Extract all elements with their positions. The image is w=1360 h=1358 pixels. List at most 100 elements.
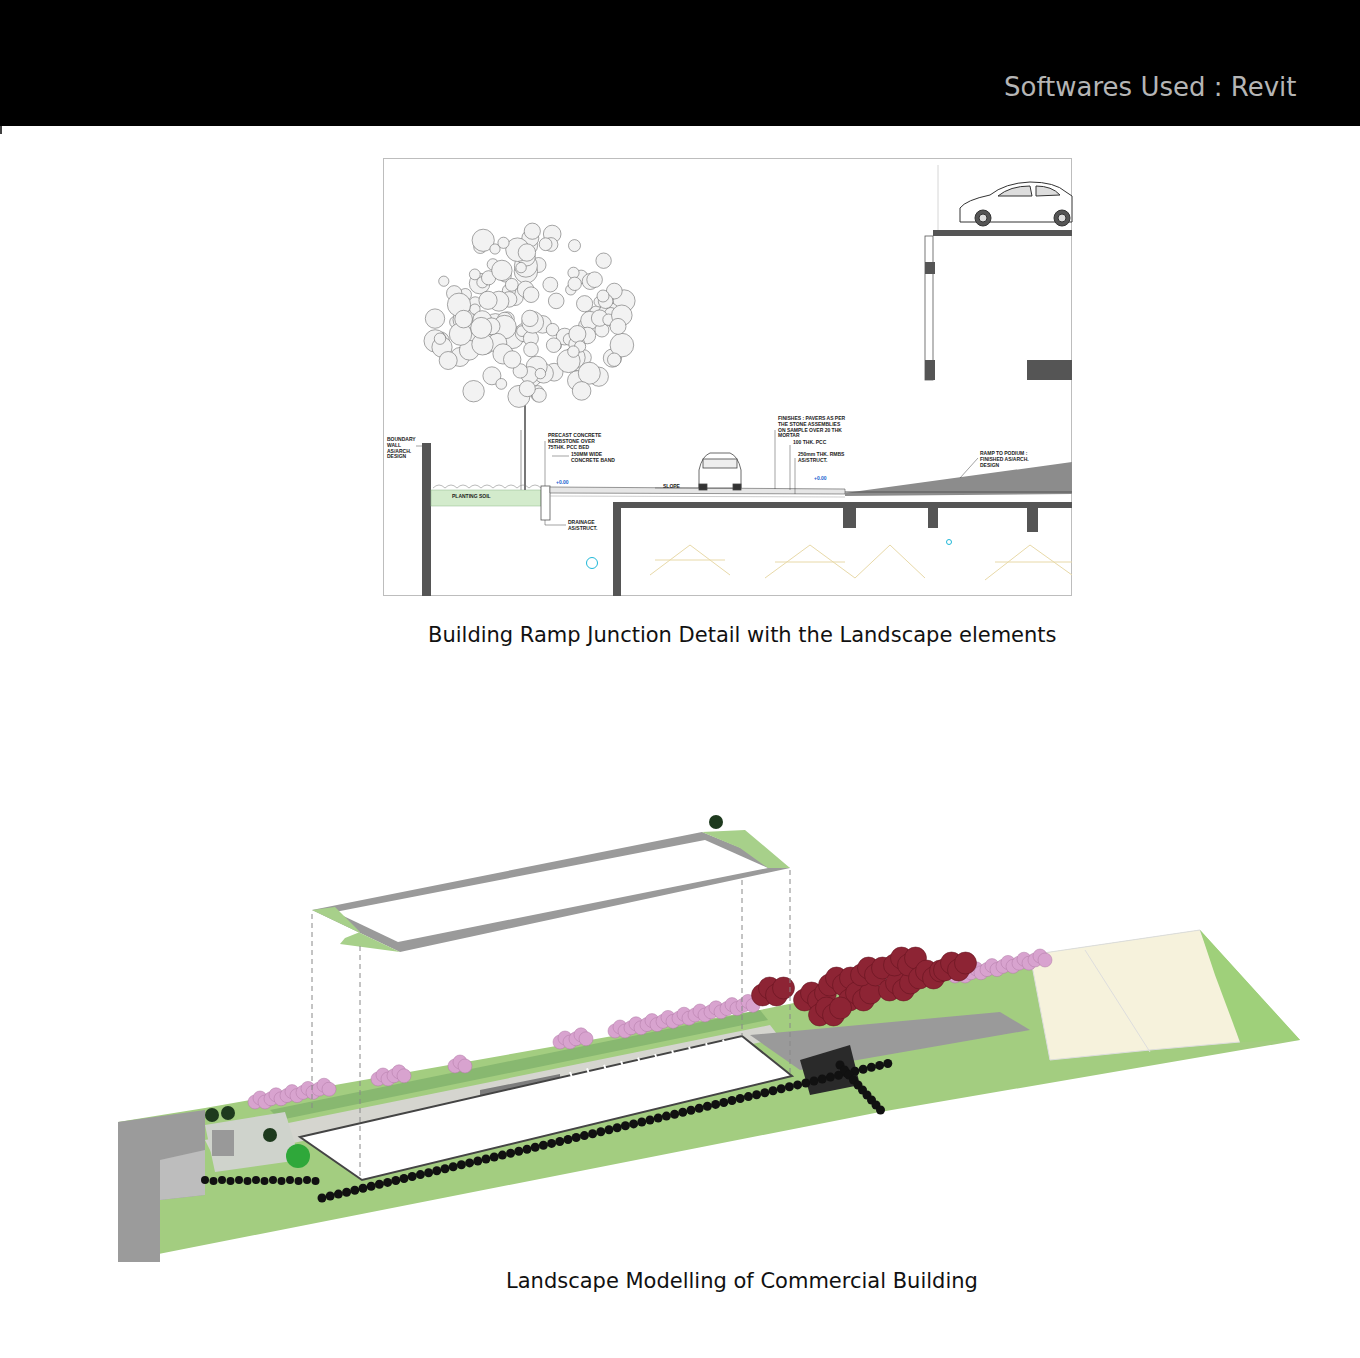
hedge-shrub — [441, 1164, 450, 1173]
level-marker: +0.00 — [556, 480, 576, 486]
hedge-shrub — [859, 1065, 868, 1074]
hedge-shrub — [637, 1118, 646, 1127]
small-tree — [263, 1128, 277, 1142]
hedge-shrub — [375, 1180, 384, 1189]
hedge-shrub — [588, 1129, 597, 1138]
leaf-cluster — [608, 353, 621, 366]
hedge-shrub — [350, 1186, 359, 1195]
leaf-cluster — [505, 278, 518, 291]
hedge-shrub — [252, 1176, 260, 1184]
leaf-cluster — [492, 260, 512, 280]
hedge-shrub — [416, 1170, 425, 1179]
ramp-detail — [416, 165, 1072, 596]
leaf-cluster — [439, 352, 457, 370]
crop-mark — [0, 120, 2, 134]
hedge-shrub — [539, 1141, 548, 1150]
hedge-shrub — [408, 1172, 417, 1181]
callout-note: RAMP TO PODIUM : FINISHED AS/ARCH. DESIG… — [980, 451, 1042, 468]
hedge-shrub — [490, 1153, 499, 1162]
hedge-shrub — [218, 1176, 226, 1184]
hedge-shrub — [785, 1082, 794, 1091]
leaf-cluster — [572, 382, 591, 401]
hedge-shrub — [793, 1080, 802, 1089]
hedge-shrub — [286, 1176, 294, 1184]
hedge-shrub — [201, 1176, 209, 1184]
hedge-shrub — [687, 1106, 696, 1115]
slope-label: SLOPE — [663, 484, 685, 490]
hedge-shrub — [312, 1177, 320, 1185]
leaf-cluster — [479, 291, 497, 309]
leaf-cluster — [568, 277, 581, 290]
hedge-shrub — [777, 1084, 786, 1093]
leaf-cluster — [535, 368, 545, 378]
leaf-cluster — [596, 253, 611, 268]
leaf-cluster — [504, 351, 521, 368]
callout-note: PRECAST CONCRETE KERBSTONE OVER 75THK. P… — [548, 433, 610, 450]
landscape-model — [118, 815, 1300, 1262]
hedge-shrub — [547, 1139, 556, 1148]
hedge-shrub — [465, 1158, 474, 1167]
hedge-shrub — [728, 1096, 737, 1105]
hedge-shrub — [580, 1131, 589, 1140]
hedge-shrub — [334, 1190, 343, 1199]
hedge-shrub — [498, 1151, 507, 1160]
leaf-cluster — [597, 290, 609, 302]
parking-stripe — [706, 1043, 709, 1051]
leaf-cluster — [498, 237, 509, 248]
hedge-shrub — [210, 1177, 218, 1185]
flowering-tree — [579, 1032, 593, 1046]
maroon-tree — [830, 997, 852, 1019]
callout-note: PLANTING SOIL — [452, 494, 492, 500]
maroon-tree — [955, 952, 977, 974]
hedge-shrub — [555, 1137, 564, 1146]
leaf-cluster — [496, 379, 507, 390]
hedge-shrub — [801, 1079, 810, 1088]
hedge-shrub — [760, 1088, 769, 1097]
figure-caption: Building Ramp Junction Detail with the L… — [428, 623, 1057, 647]
callout-note: 100 THK. PCC — [793, 440, 843, 446]
leaf-cluster — [434, 333, 445, 344]
hedge-shrub — [473, 1157, 482, 1166]
leaf-cluster — [516, 262, 526, 272]
flowering-tree — [322, 1082, 336, 1096]
hedge-shrub — [736, 1094, 745, 1103]
callout-note: DRAINAGE AS/STRUCT. — [568, 520, 608, 532]
callout-note: BOUNDARY WALL AS/ARCH. DESIGN — [387, 437, 419, 460]
level-marker: +0.00 — [814, 476, 834, 482]
flowering-tree — [397, 1069, 411, 1083]
leaf-cluster — [471, 317, 492, 338]
leaf-cluster — [519, 381, 535, 397]
hedge-shrub — [295, 1177, 303, 1185]
hedge-shrub — [867, 1063, 876, 1072]
small-tree — [709, 815, 723, 829]
small-tree — [205, 1108, 219, 1122]
hedge-shrub — [383, 1178, 392, 1187]
leaf-cluster — [425, 309, 444, 328]
hedge-shrub — [662, 1112, 671, 1121]
hedge-shrub — [654, 1114, 663, 1123]
hedge-shrub — [391, 1176, 400, 1185]
hedge-shrub — [531, 1143, 540, 1152]
parking-stripe — [570, 1072, 573, 1080]
hedge-shrub — [572, 1133, 581, 1142]
callout-note: 150MM WIDE CONCRETE BAND — [571, 452, 621, 464]
leaf-cluster — [577, 296, 593, 312]
parking-stripe — [672, 1050, 675, 1058]
hedge-shrub — [235, 1176, 243, 1184]
callout-note: 250mm THK. RMBS AS/STRUCT. — [798, 452, 868, 464]
hedge-shrub — [826, 1073, 835, 1082]
hedge-shrub — [278, 1177, 286, 1185]
hedge-shrub — [523, 1145, 532, 1154]
hedge-shrub — [303, 1176, 311, 1184]
maroon-tree — [773, 977, 795, 999]
parking-stripe — [638, 1058, 641, 1066]
hedge-shrub — [227, 1177, 235, 1185]
hedge-shrub — [629, 1119, 638, 1128]
leaf-cluster — [548, 293, 564, 309]
parking-stripe — [587, 1068, 590, 1076]
parking-stripe — [723, 1040, 726, 1048]
hedge-shrub — [711, 1100, 720, 1109]
leaf-cluster — [543, 277, 558, 292]
parking-stripe — [621, 1061, 624, 1069]
